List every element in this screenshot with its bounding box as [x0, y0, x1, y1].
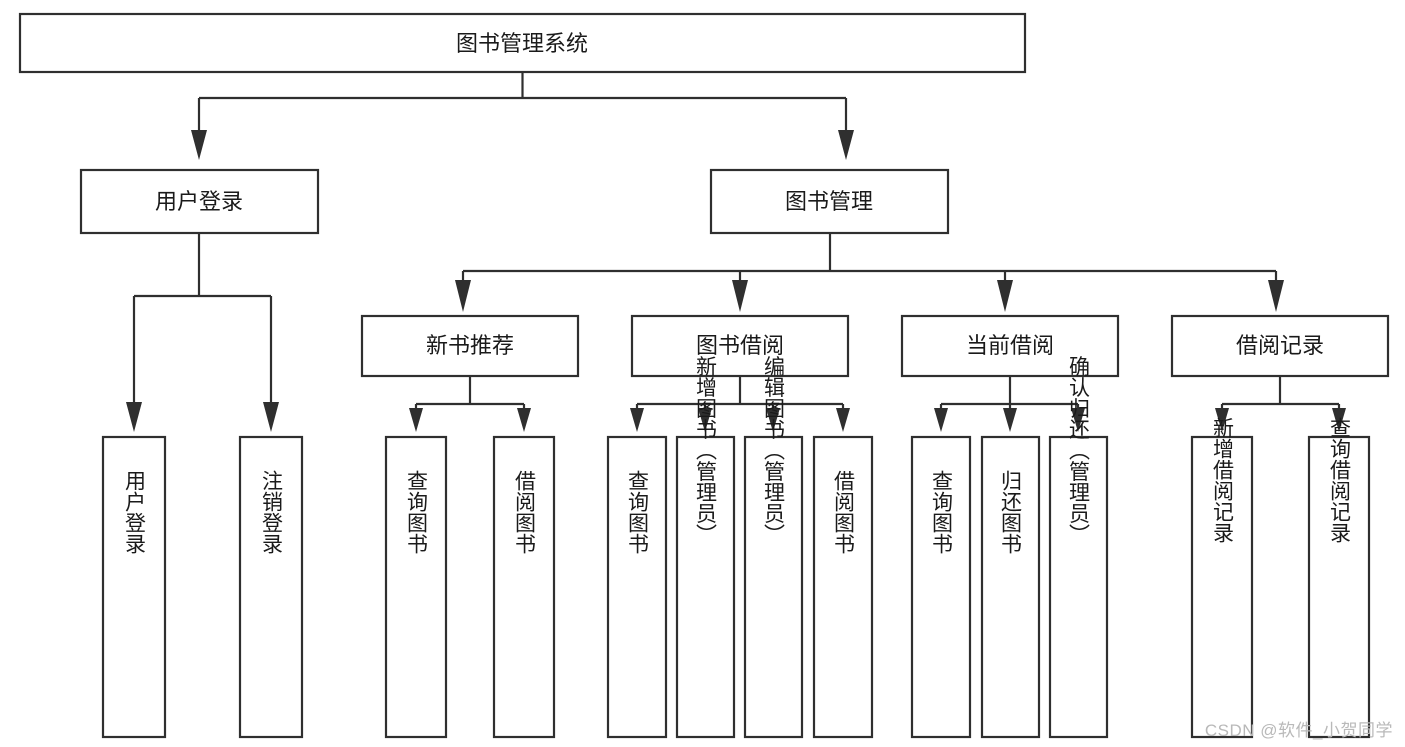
- node-user-login-box[interactable]: [79, 168, 320, 235]
- node-leaf-logout-label: 注销登录: [260, 470, 284, 554]
- arrow-head-leaf-user-login: [126, 402, 142, 432]
- node-borrow-record-label: 借阅记录: [1236, 333, 1324, 358]
- node-leaf-add-book-box[interactable]: [675, 435, 736, 739]
- node-leaf-return-book-box[interactable]: [980, 435, 1041, 739]
- arrow-head-new-book-rec: [455, 280, 471, 312]
- node-book-borrow-box[interactable]: [630, 314, 850, 378]
- node-leaf-confirm-return-label: 确认归还（管理员）: [1067, 356, 1091, 545]
- node-root[interactable]: 图书管理系统: [18, 12, 1027, 74]
- node-leaf-query-book-b-label: 查询图书: [626, 470, 650, 554]
- node-leaf-logout-box[interactable]: [238, 435, 304, 739]
- node-leaf-query-book-b[interactable]: 查询图书: [606, 435, 668, 739]
- node-leaf-borrow-book-a-label: 借阅图书: [513, 470, 537, 554]
- node-borrow-record[interactable]: 借阅记录: [1170, 314, 1390, 378]
- arrow-head-leaf-borrow-book-b: [836, 408, 850, 432]
- node-book-borrow-label: 图书借阅: [696, 333, 784, 358]
- arrow-head-leaf-confirm-return: [1071, 408, 1085, 432]
- node-leaf-user-login-box[interactable]: [101, 435, 167, 739]
- node-book-manage-label: 图书管理: [785, 189, 873, 214]
- node-user-login-label: 用户登录: [155, 189, 243, 214]
- node-leaf-confirm-return[interactable]: 确认归还（管理员）: [1048, 356, 1109, 739]
- csdn-watermark: CSDN @软件_小贺同学: [1204, 721, 1393, 740]
- node-book-manage[interactable]: 图书管理: [709, 168, 950, 235]
- node-new-book-recommend[interactable]: 新书推荐: [360, 314, 580, 378]
- node-leaf-user-login-label: 用户登录: [123, 470, 147, 554]
- connector-layer: [126, 72, 1346, 432]
- node-leaf-edit-book[interactable]: 编辑图书（管理员）: [743, 356, 804, 739]
- node-current-borrow[interactable]: 当前借阅: [900, 314, 1120, 378]
- node-leaf-add-book-label: 新增图书（管理员）: [694, 356, 718, 545]
- node-book-borrow[interactable]: 图书借阅: [630, 314, 850, 378]
- arrow-head-book-manage: [838, 130, 854, 160]
- arrow-head-leaf-logout: [263, 402, 279, 432]
- arrow-head-leaf-return-book: [1003, 408, 1017, 432]
- arrow-head-leaf-add-book: [698, 408, 712, 432]
- node-leaf-borrow-book-b-box[interactable]: [812, 435, 874, 739]
- node-leaf-borrow-book-a-box[interactable]: [492, 435, 556, 739]
- arrow-head-leaf-query-book-a: [409, 408, 423, 432]
- node-leaf-logout[interactable]: 注销登录: [238, 435, 304, 739]
- node-leaf-confirm-return-box[interactable]: [1048, 435, 1109, 739]
- arrow-head-current-borrow: [997, 280, 1013, 312]
- node-leaf-add-record-box[interactable]: [1190, 435, 1254, 739]
- node-leaf-edit-book-box[interactable]: [743, 435, 804, 739]
- node-leaf-borrow-book-a[interactable]: 借阅图书: [492, 435, 556, 739]
- arrow-head-leaf-add-record: [1215, 408, 1229, 432]
- node-new-book-recommend-box[interactable]: [360, 314, 580, 378]
- arrow-head-leaf-query-record: [1332, 408, 1346, 432]
- node-root-box[interactable]: [18, 12, 1027, 74]
- node-leaf-add-book[interactable]: 新增图书（管理员）: [675, 356, 736, 739]
- node-leaf-query-record[interactable]: 查询借阅记录: [1307, 417, 1371, 739]
- node-book-manage-box[interactable]: [709, 168, 950, 235]
- node-leaf-query-book-a[interactable]: 查询图书: [384, 435, 448, 739]
- node-user-login[interactable]: 用户登录: [79, 168, 320, 235]
- node-leaf-query-record-box[interactable]: [1307, 435, 1371, 739]
- arrow-head-borrow-record: [1268, 280, 1284, 312]
- node-leaf-add-record[interactable]: 新增借阅记录: [1190, 417, 1254, 739]
- node-leaf-borrow-book-b[interactable]: 借阅图书: [812, 435, 874, 739]
- arrow-head-leaf-query-book-c: [934, 408, 948, 432]
- node-leaf-return-book[interactable]: 归还图书: [980, 435, 1041, 739]
- node-leaf-query-book-c-box[interactable]: [910, 435, 972, 739]
- node-leaf-add-record-label: 新增借阅记录: [1211, 417, 1235, 543]
- arrow-head-book-borrow: [732, 280, 748, 312]
- node-current-borrow-label: 当前借阅: [966, 333, 1054, 358]
- node-leaf-query-record-label: 查询借阅记录: [1328, 417, 1352, 543]
- node-leaf-return-book-label: 归还图书: [999, 470, 1023, 554]
- node-leaf-query-book-c[interactable]: 查询图书: [910, 435, 972, 739]
- node-new-book-recommend-label: 新书推荐: [426, 333, 514, 358]
- node-leaf-query-book-b-box[interactable]: [606, 435, 668, 739]
- node-borrow-record-box[interactable]: [1170, 314, 1390, 378]
- node-current-borrow-box[interactable]: [900, 314, 1120, 378]
- node-leaf-user-login[interactable]: 用户登录: [101, 435, 167, 739]
- node-leaf-query-book-a-box[interactable]: [384, 435, 448, 739]
- node-leaf-query-book-c-label: 查询图书: [930, 470, 954, 554]
- node-leaf-borrow-book-b-label: 借阅图书: [832, 470, 856, 554]
- arrow-head-user-login: [191, 130, 207, 160]
- arrow-head-leaf-borrow-book-a: [517, 408, 531, 432]
- arrow-head-leaf-edit-book: [766, 408, 780, 432]
- node-leaf-edit-book-label: 编辑图书（管理员）: [762, 356, 786, 545]
- arrow-head-leaf-query-book-b: [630, 408, 644, 432]
- node-root-label: 图书管理系统: [456, 31, 588, 56]
- node-leaf-query-book-a-label: 查询图书: [405, 470, 429, 554]
